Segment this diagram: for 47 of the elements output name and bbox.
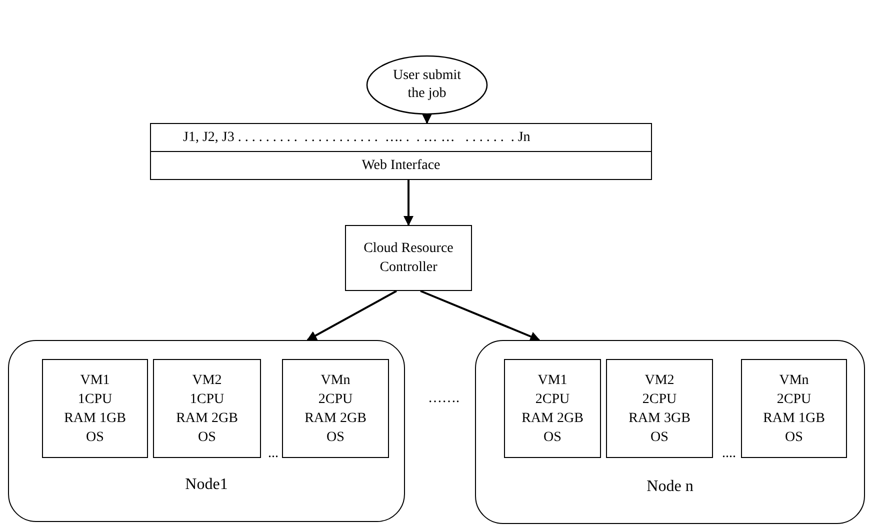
node-text: RAM 2GB [304,410,366,428]
node-text: VM2 [644,372,674,390]
node-text: VMn [779,372,809,390]
node-text: OS [785,428,803,446]
node-text: OS [650,428,668,446]
vm-box [153,359,261,458]
node-text: 2CPU [776,390,812,408]
vm-box [282,359,389,458]
server-node [475,340,865,524]
node-label: Node n [646,477,694,497]
node-text: VM1 [538,372,568,390]
job-queue-text: J1, J2, J3 . . . . . . . . . . . . . . . . . . . . …. . . … … . . . . . . . Jn [183,129,530,147]
controller-box [345,225,472,291]
node-text: 2CPU [642,390,677,408]
arrow [420,290,540,342]
node-text: OS [86,428,104,446]
arrow [422,114,432,124]
node-text: User submit the job [392,67,462,103]
ellipsis-mark: .... [722,447,736,461]
ellipsis-mark: ... [268,447,278,461]
arrow [404,180,414,226]
node-text: VMn [320,372,350,390]
interface-box [150,123,652,180]
vm-box [42,359,148,458]
vm-box [741,359,847,458]
node-label: Node1 [185,475,228,495]
server-node [8,340,405,522]
node-text: VM1 [80,372,110,390]
vm-box [504,359,601,458]
arrow [306,290,397,341]
node-text: 1CPU [78,390,112,408]
node-text: OS [326,428,344,446]
node-text: 2CPU [535,390,570,408]
ellipsis-mark: ……. [428,392,460,406]
node-text: RAM 3GB [628,410,690,428]
node-text: 2CPU [318,390,353,408]
node-text: RAM 2GB [176,410,238,428]
node-text: RAM 1GB [763,410,825,428]
node-text: 1CPU [190,390,224,408]
node-text: RAM 2GB [522,410,584,428]
vm-box [606,359,713,458]
node-text: OS [544,428,562,446]
node-text: RAM 1GB [64,410,126,428]
node-text: Web Interface [362,157,440,175]
node-text: VM2 [192,372,222,390]
node-text: Cloud Resource Controller [362,240,454,277]
node-text: OS [198,428,216,446]
